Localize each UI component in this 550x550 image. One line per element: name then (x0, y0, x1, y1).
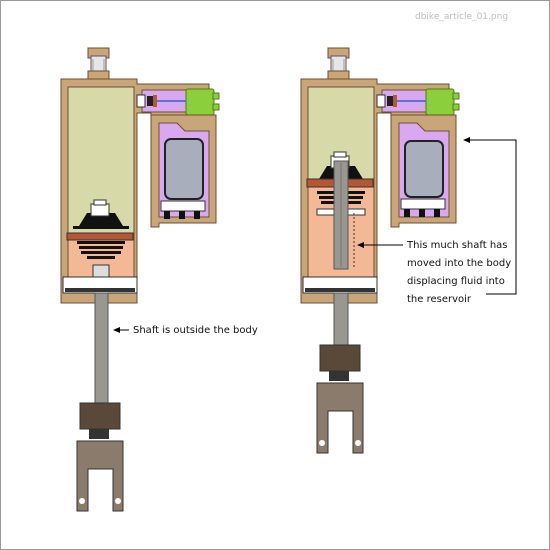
left-top-eyelet (87, 47, 110, 80)
shaft-displacement-label: This much shaft has moved into the body … (407, 237, 542, 309)
shaft-outside-label: Shaft is outside the body (133, 325, 258, 336)
right-clevis (316, 344, 364, 454)
left-arrow-icon (113, 327, 129, 333)
right-arrow-icon (357, 242, 403, 248)
left-shock-extended (60, 47, 220, 512)
right-shaft (333, 160, 355, 346)
shaft-displacement-line-4: the reservoir (407, 294, 472, 305)
shaft-displacement-line-3: displacing fluid into (407, 276, 505, 287)
reservoir-bracket-arrow-icon (463, 137, 517, 295)
left-piston (66, 199, 134, 259)
right-shock-compressed (300, 47, 460, 454)
shaft-displacement-line-2: moved into the body (407, 258, 512, 269)
shaft-displacement-line-1: This much shaft has (407, 240, 508, 251)
left-reservoir (150, 114, 217, 228)
left-clevis (76, 402, 124, 512)
right-top-eyelet (327, 47, 350, 80)
right-reservoir (390, 114, 457, 228)
image-filename-watermark: dbike_article_01.png (415, 12, 509, 22)
left-shaft (92, 264, 110, 404)
right-adjuster (376, 88, 460, 116)
left-adjuster (136, 88, 220, 116)
